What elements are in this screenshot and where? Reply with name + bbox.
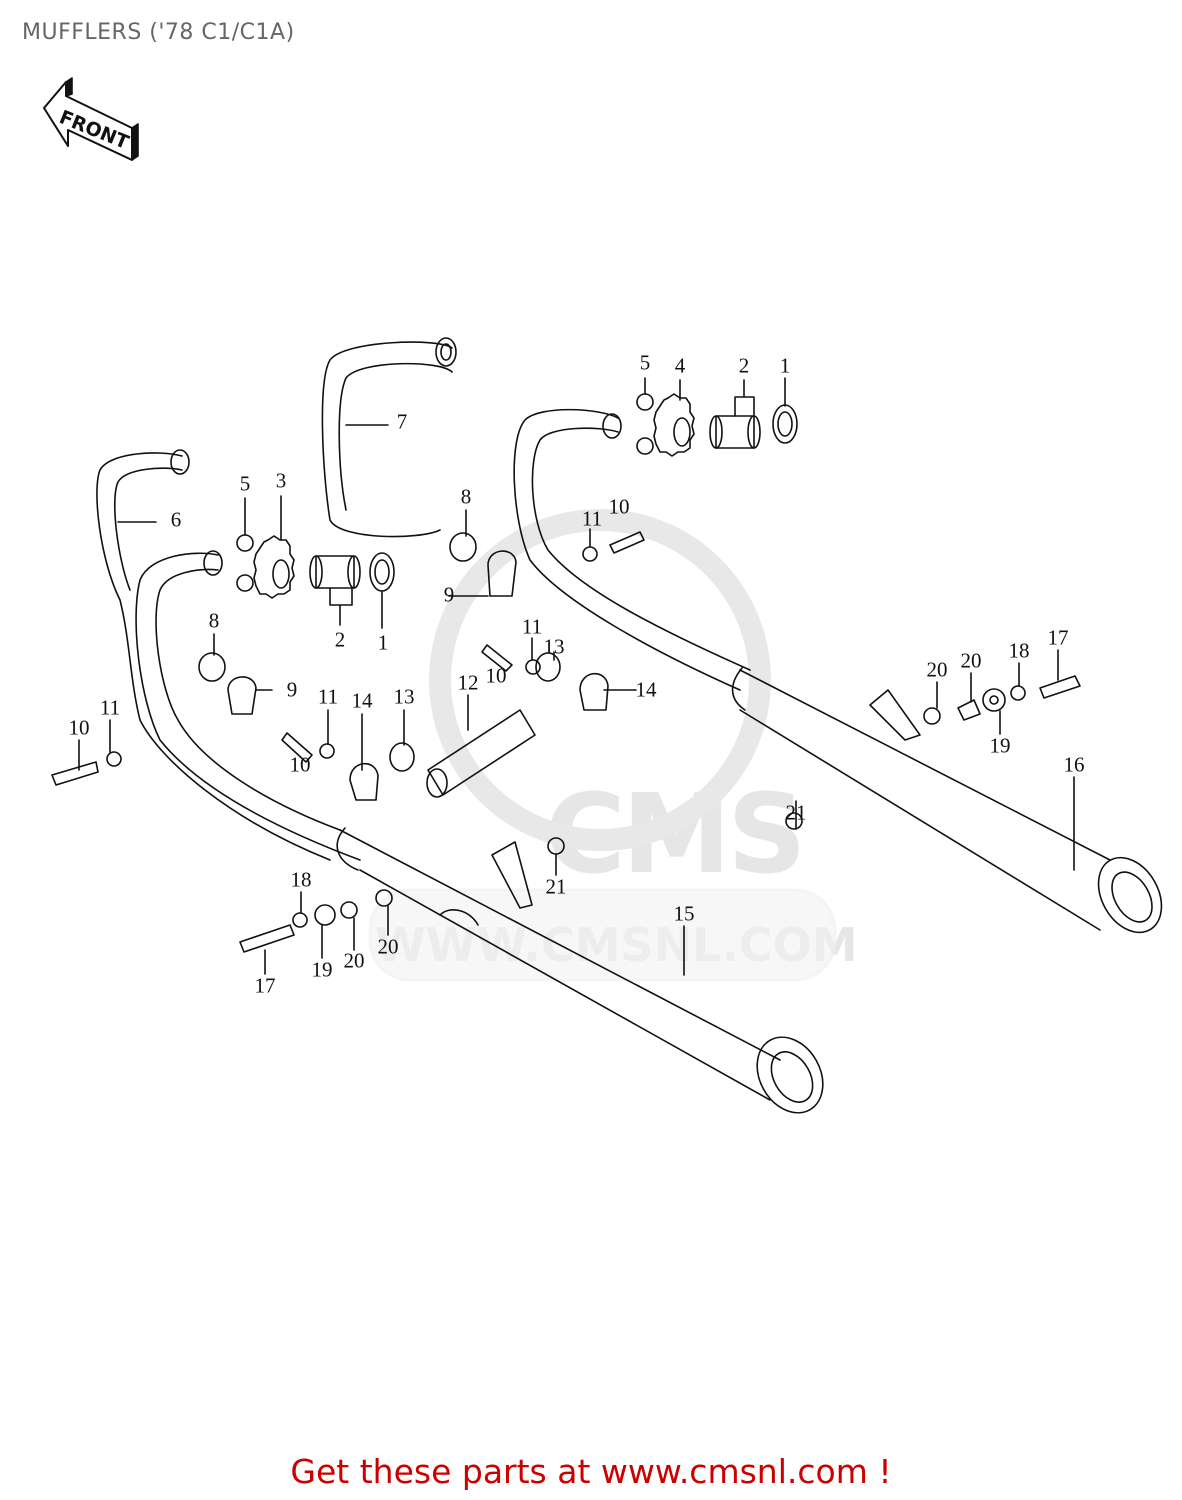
callout-part-10[interactable]: 10 <box>485 663 507 688</box>
callout-part-18[interactable]: 18 <box>290 867 312 892</box>
callout-part-10[interactable]: 10 <box>289 752 311 777</box>
callout-part-19[interactable]: 19 <box>989 733 1011 758</box>
callout-part-2[interactable]: 2 <box>738 353 750 378</box>
callout-part-11[interactable]: 11 <box>99 695 121 720</box>
callout-part-14[interactable]: 14 <box>351 688 373 713</box>
callout-part-18[interactable]: 18 <box>1008 638 1030 663</box>
callout-part-9[interactable]: 9 <box>443 582 455 607</box>
callout-part-20[interactable]: 20 <box>343 948 365 973</box>
callout-part-12[interactable]: 12 <box>457 670 479 695</box>
callout-part-1[interactable]: 1 <box>377 630 389 655</box>
page-title: MUFFLERS ('78 C1/C1A) <box>22 20 295 45</box>
callout-part-7[interactable]: 7 <box>396 409 408 434</box>
callout-part-16[interactable]: 16 <box>1063 752 1085 777</box>
callout-part-11[interactable]: 11 <box>581 506 603 531</box>
callout-part-21[interactable]: 21 <box>785 800 807 825</box>
callout-part-17[interactable]: 17 <box>254 973 276 998</box>
callout-part-20[interactable]: 20 <box>926 657 948 682</box>
callout-part-6[interactable]: 6 <box>170 507 182 532</box>
callout-part-10[interactable]: 10 <box>68 715 90 740</box>
callout-part-1[interactable]: 1 <box>779 353 791 378</box>
callout-part-8[interactable]: 8 <box>460 484 472 509</box>
callout-part-9[interactable]: 9 <box>286 677 298 702</box>
callout-part-4[interactable]: 4 <box>674 353 686 378</box>
callout-part-15[interactable]: 15 <box>673 901 695 926</box>
callout-part-14[interactable]: 14 <box>635 677 657 702</box>
callout-part-20[interactable]: 20 <box>377 934 399 959</box>
callout-part-13[interactable]: 13 <box>393 684 415 709</box>
callout-part-11[interactable]: 11 <box>317 684 339 709</box>
callout-part-17[interactable]: 17 <box>1047 625 1069 650</box>
callout-part-20[interactable]: 20 <box>960 648 982 673</box>
callout-part-10[interactable]: 10 <box>608 494 630 519</box>
callout-part-2[interactable]: 2 <box>334 627 346 652</box>
callout-part-3[interactable]: 3 <box>275 468 287 493</box>
callout-part-19[interactable]: 19 <box>311 957 333 982</box>
callout-part-13[interactable]: 13 <box>543 634 565 659</box>
callout-part-8[interactable]: 8 <box>208 608 220 633</box>
footer-link[interactable]: Get these parts at www.cmsnl.com ! <box>290 1452 892 1491</box>
callout-part-11[interactable]: 11 <box>521 614 543 639</box>
callout-part-5[interactable]: 5 <box>239 471 251 496</box>
callout-part-5[interactable]: 5 <box>639 350 651 375</box>
callout-part-21[interactable]: 21 <box>545 874 567 899</box>
front-arrow-icon: FRONT <box>43 77 139 161</box>
